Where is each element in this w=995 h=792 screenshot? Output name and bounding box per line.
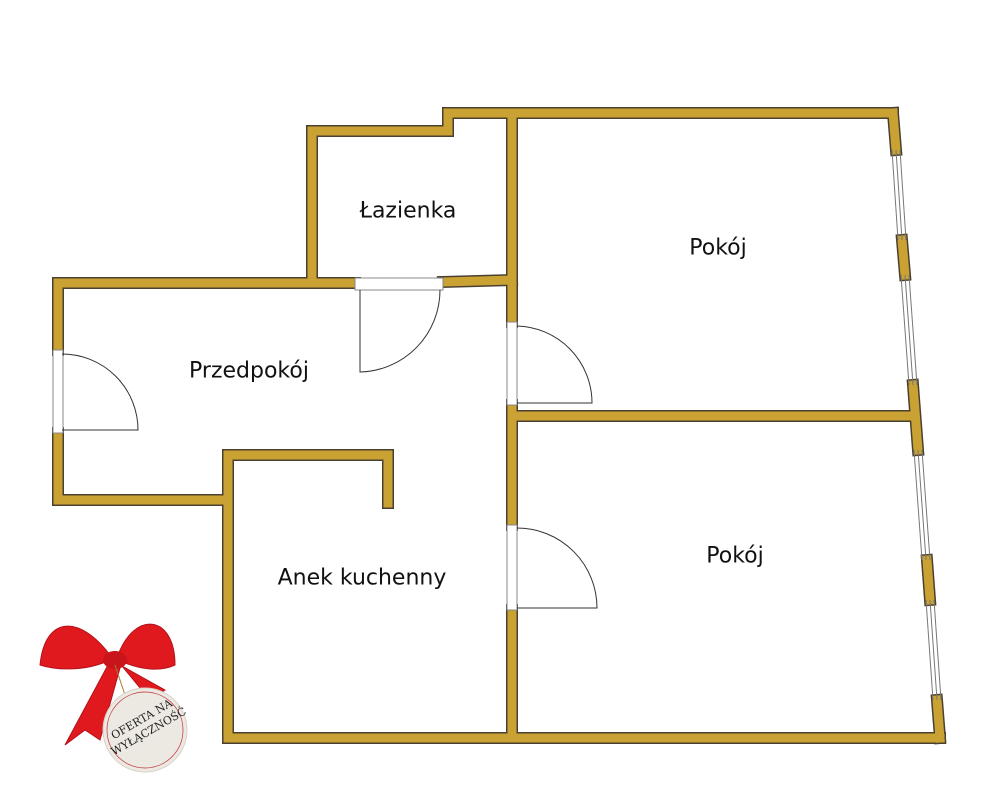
room-label-room2: Pokój <box>706 543 764 569</box>
exclusive-offer-badge: OFERTA NA WYŁĄCZNOŚĆ <box>39 623 189 773</box>
room-label-room1: Pokój <box>689 235 747 261</box>
doors <box>52 277 598 611</box>
windows <box>891 149 942 701</box>
room-label-hall: Przedpokój <box>189 358 309 384</box>
room-label-bathroom: Łazienka <box>359 198 457 224</box>
walls <box>52 106 947 745</box>
ribbon-bow-icon <box>39 623 176 746</box>
room-label-kitchen: Anek kuchenny <box>277 565 447 591</box>
